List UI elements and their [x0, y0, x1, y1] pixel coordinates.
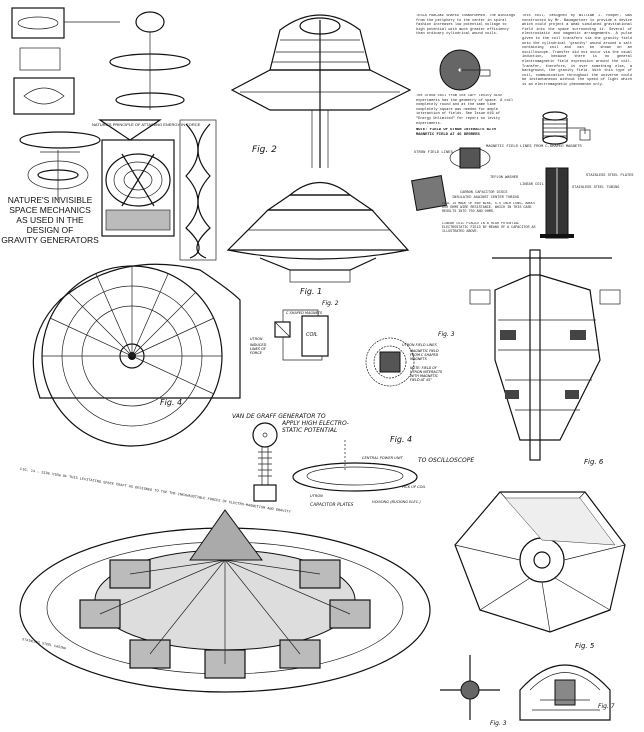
svg-text:STAINLESS STEEL PLATES: STAINLESS STEEL PLATES	[586, 174, 633, 178]
svg-text:UTRON FIELD LINES: UTRON FIELD LINES	[402, 343, 437, 347]
fig-label: Fig. 3	[438, 331, 455, 338]
utron-paragraph: The UTRON coil from the Carr levity disc…	[416, 94, 514, 126]
svg-text:DESIGN OF: DESIGN OF	[27, 225, 74, 235]
utron-note: NOTE: FIELD OF UTRON INTERACTS WITH MAGN…	[416, 128, 496, 137]
fig-label: Fig. 6	[584, 458, 604, 466]
fig-label: Fig. 5	[575, 642, 595, 650]
hooper-coil-icon	[542, 111, 591, 145]
van-de-graaff-sketch: VAN DE GRAFF GENERATOR TO APPLY HIGH ELE…	[232, 413, 474, 508]
large-saucer-caption: FIG. 14 — SIDE VIEW OF THIS LEVITATING S…	[20, 468, 292, 515]
svg-text:UTRON: UTRON	[310, 494, 323, 498]
svg-text:STATIC POTENTIAL: STATIC POTENTIAL	[282, 427, 337, 434]
article-text: TESLA PANCAKE SHAPED TRANSFORMER. The wi…	[414, 14, 632, 169]
large-saucer-illustration: FIG. 14 — SIDE VIEW OF THIS LEVITATING S…	[19, 468, 431, 693]
svg-text:APPLY HIGH ELECTRO-: APPLY HIGH ELECTRO-	[281, 420, 349, 427]
magnetic-field-lines-label: MAGNETIC FIELD LINES FROM C-SHAPED MAGNE…	[486, 145, 582, 149]
svg-text:CAPACITOR PLATES: CAPACITOR PLATES	[310, 502, 354, 508]
svg-text:COIL: COIL	[306, 332, 318, 338]
wheel-cutaway: Fig. 4	[32, 263, 241, 447]
svg-text:TEFLON WASHER: TEFLON WASHER	[490, 176, 519, 180]
small-hub-diagram: Fig. 3	[440, 655, 507, 727]
utron-field-lines-label: UTRON FIELD LINES	[414, 151, 453, 155]
saucer-cross-section: Fig. 2	[230, 14, 412, 168]
gravity-poster: NATURE'S PRINCIPLE OF ATTAINING ENERGY I…	[1, 7, 217, 261]
svg-text:TO OSCILLOSCOPE: TO OSCILLOSCOPE	[418, 457, 474, 464]
column-cross-section: Fig. 6	[469, 249, 621, 466]
svg-text:CARBON CAPACITOR DISCS: CARBON CAPACITOR DISCS	[460, 191, 507, 195]
svg-text:VAN DE GRAFF GENERATOR TO: VAN DE GRAFF GENERATOR TO	[232, 413, 326, 420]
utron-circuit-sketch: Fig. 2 C SHAPED MAGNETS COIL UTRON INDUC…	[250, 300, 339, 361]
svg-text:C SHAPED MAGNETS: C SHAPED MAGNETS	[286, 311, 323, 315]
fig-label: Fig. 2	[252, 145, 277, 155]
poster-saucer-diagram: NATURE'S PRINCIPLE OF ATTAINING ENERGY I…	[11, 7, 201, 200]
fig-label: Fig. 1	[300, 287, 322, 296]
svg-text:LINEAR COIL: LINEAR COIL	[520, 183, 544, 187]
fig-label: Fig. 2	[322, 300, 339, 307]
pancake-coil-icon	[439, 49, 491, 91]
svg-text:STAINLESS STEEL CASING: STAINLESS STEEL CASING	[22, 638, 67, 651]
fig-label: Fig. 4	[390, 435, 412, 444]
svg-text:HOUSING (BUCKING ELEC.): HOUSING (BUCKING ELEC.)	[372, 500, 421, 504]
octagonal-plan-view: Fig. 5	[454, 491, 626, 650]
svg-text:GRAVITY GENERATORS: GRAVITY GENERATORS	[1, 235, 99, 245]
linear-coil-diagram: TEFLON WASHER LINEAR COIL CARBON CAPACIT…	[411, 167, 633, 239]
poster-caption: NATURE'S INVISIBLE SPACE MECHANICS AS US…	[1, 195, 99, 245]
dome-section-diagram: Fig. 7	[519, 664, 615, 721]
svg-text:SPACE MECHANICS: SPACE MECHANICS	[9, 205, 91, 215]
svg-text:NATURE'S INVISIBLE: NATURE'S INVISIBLE	[8, 195, 93, 205]
fig-label: Fig. 7	[598, 703, 615, 710]
fig-label: Fig. 4	[160, 398, 182, 407]
poster-sphere-chart	[101, 139, 175, 237]
natures-principle-label: NATURE'S PRINCIPLE OF ATTAINING ENERGY I…	[92, 122, 201, 127]
hooper-coil-paragraph: This coil, designed by William J. Hooper…	[522, 14, 632, 87]
utron-field-sketch: Fig. 3 UTRON FIELD LINES MAGNETIC FIELD …	[365, 331, 455, 387]
tesla-transformer-paragraph: TESLA PANCAKE SHAPED TRANSFORMER. The wi…	[416, 14, 516, 37]
svg-text:AS USED IN THE: AS USED IN THE	[16, 215, 84, 225]
svg-text:INSULATED AGAINST CENTER TUBIN: INSULATED AGAINST CENTER TUBING	[452, 196, 519, 200]
svg-text:PICK UP COIL: PICK UP COIL	[402, 485, 426, 489]
utron-field-icon	[449, 147, 491, 169]
saucer-side-view: Fig. 1	[226, 182, 410, 296]
svg-text:STAINLESS STEEL TUBING: STAINLESS STEEL TUBING	[572, 186, 619, 190]
svg-text:CENTRAL POWER UNIT: CENTRAL POWER UNIT	[362, 456, 404, 460]
poster-vortex-column	[179, 119, 217, 261]
svg-text:UTRON: UTRON	[250, 337, 263, 341]
fig-label: Fig. 3	[490, 720, 507, 727]
